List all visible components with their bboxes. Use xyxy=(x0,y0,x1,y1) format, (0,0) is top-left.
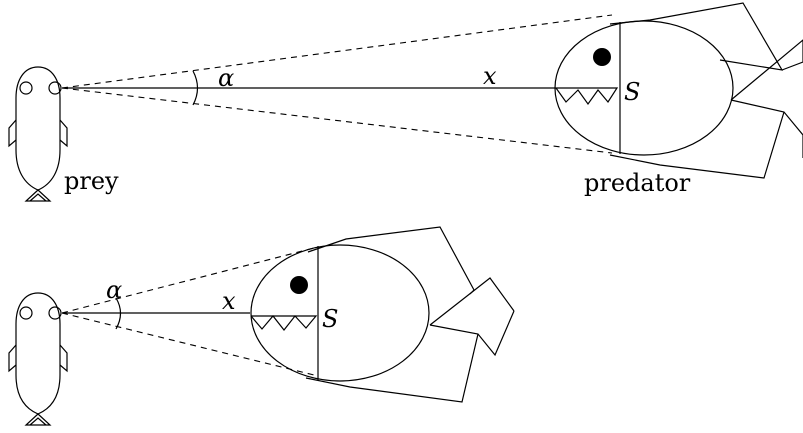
top-scene: α x S prey predator xyxy=(9,3,803,201)
predator-tail-lower xyxy=(430,311,514,355)
predator-label: predator xyxy=(584,169,691,197)
prey-body xyxy=(16,67,60,190)
prey-eye-left xyxy=(20,307,32,319)
prey-fin-left xyxy=(9,345,16,371)
sight-line-upper xyxy=(62,248,314,313)
prey-tail xyxy=(26,414,50,425)
bottom-scene: α x S xyxy=(9,227,514,425)
predator-eye xyxy=(593,48,611,66)
predator-teeth xyxy=(251,316,316,330)
predator-tail-upper xyxy=(731,40,803,100)
predator-head xyxy=(251,245,429,381)
distance-label: x xyxy=(222,287,236,315)
sight-line-lower xyxy=(62,88,612,153)
angle-label: α xyxy=(106,276,122,304)
angle-label: α xyxy=(218,64,234,92)
prey-tail xyxy=(26,190,50,201)
distance-label: x xyxy=(483,62,497,90)
prey-eye-left xyxy=(20,82,32,94)
prey-fin-left xyxy=(9,120,16,146)
sight-line-lower xyxy=(62,313,314,375)
prey-fin-right xyxy=(60,120,67,146)
predator-fin-upper xyxy=(610,3,782,70)
predator-top: S xyxy=(555,3,803,178)
predator-bottom: S xyxy=(251,227,514,402)
point-label: S xyxy=(322,305,338,333)
prey-top xyxy=(9,67,67,201)
prey-body xyxy=(16,293,60,414)
predator-eye xyxy=(290,276,308,294)
point-label: S xyxy=(624,78,640,106)
predator-fin-upper xyxy=(308,227,474,294)
prey-fin-right xyxy=(60,345,67,371)
prey-bottom xyxy=(9,293,67,425)
prey-label: prey xyxy=(64,167,119,195)
predator-tail-lower xyxy=(731,100,803,158)
predator-teeth xyxy=(556,88,617,104)
sight-line-upper xyxy=(62,15,612,88)
